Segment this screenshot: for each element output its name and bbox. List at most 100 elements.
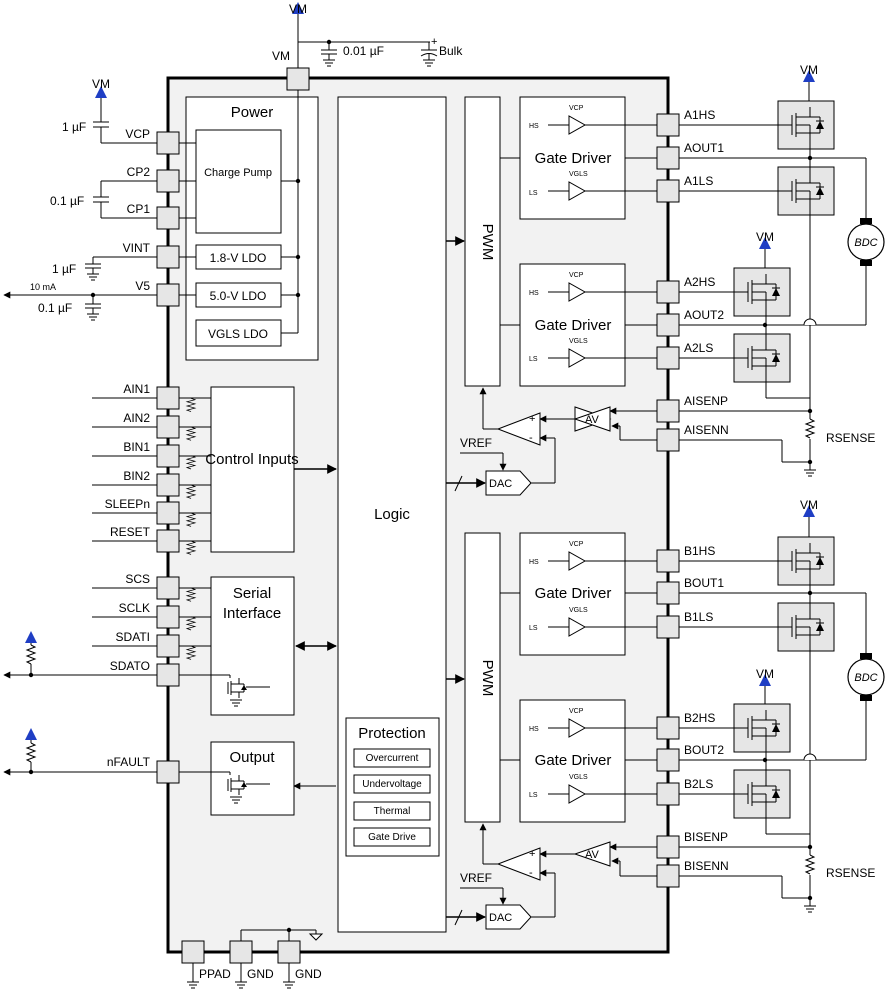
svg-text:+: + <box>529 413 535 425</box>
svg-text:VM: VM <box>800 63 818 77</box>
svg-text:BOUT2: BOUT2 <box>684 743 724 757</box>
vm-pin-label: VM <box>272 49 290 63</box>
vref-b: VREF <box>460 871 492 885</box>
pin-bin1: BIN1 <box>123 440 180 468</box>
protection-thermal: Thermal <box>374 806 411 817</box>
svg-text:AV: AV <box>585 849 600 861</box>
gate-driver-b1: Gate Driver HS LS VCP VGLS <box>519 532 657 656</box>
svg-text:Gate Driver: Gate Driver <box>535 752 612 769</box>
vm-top: VM 0.01 µF + Bulk VM <box>272 2 463 91</box>
svg-text:GND: GND <box>247 967 274 981</box>
svg-text:+: + <box>431 36 437 48</box>
output-block: Output <box>179 741 336 816</box>
svg-text:GND: GND <box>295 967 322 981</box>
ldo-vgls-label: VGLS LDO <box>208 327 268 341</box>
left-pins: VCP CP2 CP1 VINT V5 AIN1 AIN2 BIN1 BIN2 … <box>105 127 180 784</box>
serial-label-2: Interface <box>223 605 281 622</box>
svg-text:SDATO: SDATO <box>110 659 150 673</box>
fet-b1ls <box>777 602 835 652</box>
svg-text:HS: HS <box>529 726 539 733</box>
dac-b-label: DAC <box>489 912 512 924</box>
svg-text:VM: VM <box>756 667 774 681</box>
pin-sdato: SDATO <box>110 659 180 687</box>
svg-text:VGLS: VGLS <box>569 607 588 614</box>
svg-text:AIN1: AIN1 <box>123 382 150 396</box>
pin-reset: RESET <box>110 525 180 553</box>
rsense-b: RSENSE <box>826 866 875 880</box>
svg-text:LS: LS <box>529 356 538 363</box>
svg-text:Gate Driver: Gate Driver <box>535 585 612 602</box>
svg-text:VM: VM <box>92 77 110 91</box>
svg-text:AIN2: AIN2 <box>123 411 150 425</box>
svg-text:BISENN: BISENN <box>684 859 729 873</box>
bottom-pins: PPAD GND GND <box>181 927 324 989</box>
svg-text:HS: HS <box>529 559 539 566</box>
svg-text:VCP: VCP <box>569 105 584 112</box>
svg-text:VINT: VINT <box>123 241 151 255</box>
fet-a1hs <box>777 100 835 150</box>
vm-label-top: VM <box>289 2 307 16</box>
svg-text:B2HS: B2HS <box>684 711 715 725</box>
svg-text:VM: VM <box>756 230 774 244</box>
input-lines <box>3 397 157 776</box>
svg-text:VGLS: VGLS <box>569 338 588 345</box>
cap-cp-label: 0.1 µF <box>50 194 84 208</box>
cap-v5-label: 0.1 µF <box>38 301 72 315</box>
pin-sleepn: SLEEPn <box>105 497 180 525</box>
pin-aisenn: AISENN <box>656 423 729 452</box>
pin-sdati: SDATI <box>116 630 180 658</box>
control-inputs-block: Control Inputs <box>179 386 337 555</box>
svg-text:SCS: SCS <box>125 572 150 586</box>
svg-text:VM: VM <box>800 498 818 512</box>
cap-001-label: 0.01 µF <box>343 44 384 58</box>
svg-text:CP2: CP2 <box>127 165 151 179</box>
logic-label: Logic <box>374 506 410 523</box>
svg-text:VCP: VCP <box>569 272 584 279</box>
fet-b2hs <box>733 703 791 753</box>
pin-cp2: CP2 <box>127 165 180 193</box>
pin-vcp: VCP <box>125 127 180 155</box>
svg-text:AISENN: AISENN <box>684 423 729 437</box>
power-title: Power <box>231 104 274 121</box>
svg-text:AOUT2: AOUT2 <box>684 308 724 322</box>
pin-ppad: PPAD <box>181 940 231 989</box>
pwm-a: PWM <box>446 96 520 387</box>
svg-text:CP1: CP1 <box>127 202 151 216</box>
current-sense-a: AV + - DAC VREF <box>446 387 657 496</box>
left-power-externals: VM 1 µF 0.1 µF 1 µF 10 mA 0.1 µF <box>3 77 157 321</box>
current-label: 10 mA <box>30 282 56 292</box>
serial-interface-block: Serial Interface <box>179 576 337 716</box>
fet-a1ls <box>777 166 835 216</box>
serial-label-1: Serial <box>233 585 271 602</box>
svg-text:RESET: RESET <box>110 525 151 539</box>
pin-bin2: BIN2 <box>123 469 180 497</box>
motor-a-label: BDC <box>854 237 877 249</box>
svg-text:VGLS: VGLS <box>569 774 588 781</box>
pin-scs: SCS <box>125 572 180 600</box>
fet-b1hs <box>777 536 835 586</box>
protection-title: Protection <box>358 725 426 742</box>
svg-text:B2LS: B2LS <box>684 777 713 791</box>
dac-a-label: DAC <box>489 478 512 490</box>
svg-text:LS: LS <box>529 190 538 197</box>
svg-text:V5: V5 <box>135 279 150 293</box>
svg-text:VCP: VCP <box>125 127 150 141</box>
svg-text:B1HS: B1HS <box>684 544 715 558</box>
vref-a: VREF <box>460 436 492 450</box>
rsense-a: RSENSE <box>826 431 875 445</box>
pwm-b-label: PWM <box>479 660 496 697</box>
pin-bisenn: BISENN <box>656 859 729 888</box>
svg-text:+: + <box>529 848 535 860</box>
pin-gnd-1: GND <box>229 940 274 989</box>
pin-b2ls: B2LS <box>656 777 713 806</box>
svg-text:BIN2: BIN2 <box>123 469 150 483</box>
pwm-b: PWM <box>446 532 520 823</box>
fet-b2ls <box>733 769 791 819</box>
pin-a1ls: A1LS <box>656 174 713 203</box>
svg-text:BOUT1: BOUT1 <box>684 576 724 590</box>
pin-vint: VINT <box>123 241 180 269</box>
pin-aisenp: AISENP <box>656 394 728 423</box>
control-inputs-label: Control Inputs <box>205 451 298 468</box>
svg-text:PPAD: PPAD <box>199 967 231 981</box>
